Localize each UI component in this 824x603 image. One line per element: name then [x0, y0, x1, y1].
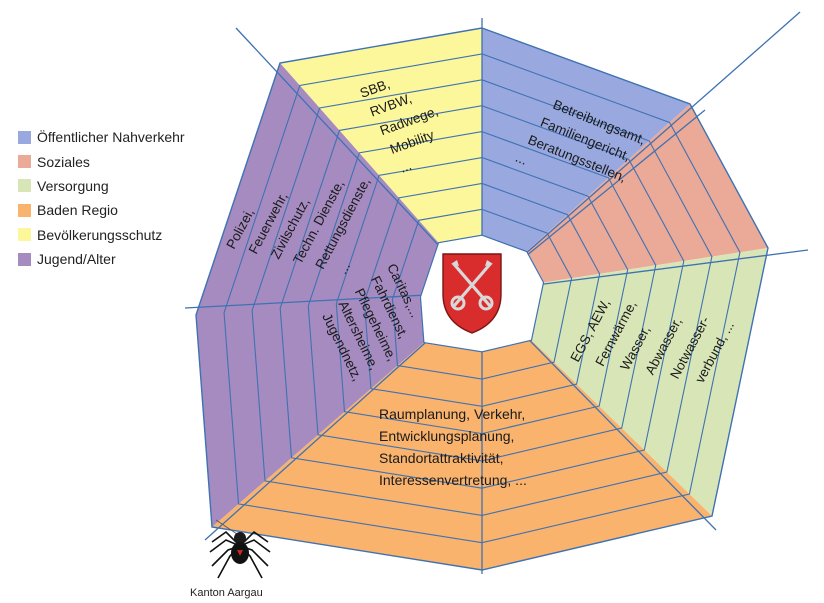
segment-baden_regio — [212, 340, 712, 570]
legend-item: Baden Regio — [18, 198, 185, 222]
spider-icon — [209, 519, 271, 579]
segment-label-line: Standortattraktivität, — [379, 450, 504, 466]
segment-label-line: Entwicklungsplanung, — [379, 428, 514, 444]
center-hub — [419, 234, 545, 353]
legend-label: Jugend/Alter — [37, 251, 116, 268]
legend-swatch — [18, 130, 31, 144]
segment-bevoelkerungsschutz — [280, 28, 482, 243]
segment-label-baden_regio: Raumplanung, Verkehr, Entwicklungsplanung… — [379, 406, 527, 488]
legend-swatch — [18, 228, 31, 242]
legend-label: Soziales — [37, 153, 90, 170]
legend-swatch — [18, 179, 31, 193]
segment-label-line: Raumplanung, Verkehr, — [379, 406, 525, 422]
legend-swatch — [18, 203, 31, 217]
legend-label: Versorgung — [37, 177, 109, 194]
legend-item: Öffentlicher Nahverkehr — [18, 125, 185, 149]
legend-item: Versorgung — [18, 174, 185, 198]
spider-caption: Kanton Aargau — [190, 587, 263, 599]
legend-item: Jugend/Alter — [18, 247, 185, 271]
segment-label-line: ... — [513, 150, 529, 168]
legend-item: Soziales — [18, 149, 185, 173]
legend-label: Öffentlicher Nahverkehr — [37, 129, 185, 146]
legend-item: Bevölkerungsschutz — [18, 223, 185, 247]
web-spoke — [481, 11, 801, 293]
segment-label-line: ... — [398, 158, 414, 176]
legend-swatch — [18, 252, 31, 266]
coat-of-arms-icon — [442, 253, 502, 334]
segment-label-line: Interessenvertretung, ... — [379, 472, 527, 488]
legend-swatch — [18, 155, 31, 169]
segment-nahverkehr — [482, 28, 690, 252]
legend-label: Baden Regio — [37, 202, 118, 219]
legend-label: Bevölkerungsschutz — [37, 226, 163, 243]
